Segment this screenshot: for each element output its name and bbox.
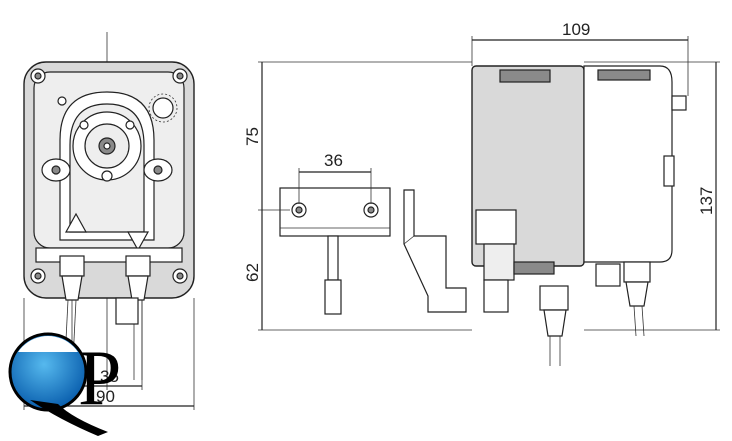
dimension-35-label: 35 <box>100 367 119 386</box>
dimension-109-label: 109 <box>562 20 590 39</box>
dial-icon <box>148 93 178 123</box>
dimension-75-label: 75 <box>243 127 262 146</box>
dimension-90-label: 90 <box>96 387 115 406</box>
cable-gland <box>115 297 139 325</box>
dimension-137-label: 137 <box>697 187 716 215</box>
front-view: 35 90 <box>23 32 195 410</box>
mounting-bracket-side <box>403 189 467 313</box>
pump-head <box>41 91 173 241</box>
qp-logo: P QP <box>0 0 121 436</box>
corner-screw-icon <box>30 68 188 284</box>
dimension-109: 109 <box>471 20 689 96</box>
qp-logo-letters: P <box>78 334 121 421</box>
dimension-137: 137 <box>584 61 720 331</box>
qp-logo-text: QP <box>0 0 2 1</box>
dimension-36-label: 36 <box>324 151 343 170</box>
side-view <box>471 65 687 366</box>
flow-arrow-icon <box>64 212 150 252</box>
mounting-bracket-front: 36 <box>279 151 391 315</box>
led-icon <box>57 96 67 106</box>
dimension-75-62: 75 62 <box>243 61 472 331</box>
dimension-62-label: 62 <box>243 263 262 282</box>
left-fitting <box>59 255 85 381</box>
